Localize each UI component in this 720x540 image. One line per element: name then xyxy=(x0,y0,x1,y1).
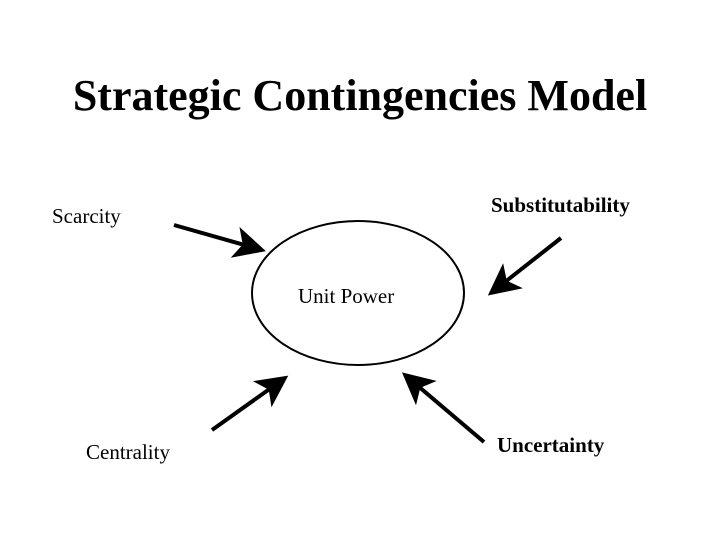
scarcity-label: Scarcity xyxy=(52,204,121,228)
substitutability-arrow xyxy=(487,236,563,296)
unit-power-ellipse xyxy=(251,220,465,366)
scarcity-arrow xyxy=(173,223,266,258)
unit-power-label: Unit Power xyxy=(298,284,395,308)
centrality-arrow xyxy=(210,375,289,432)
slide-title: Strategic Contingencies Model xyxy=(72,71,648,120)
uncertainty-label: Uncertainty xyxy=(497,433,605,457)
uncertainty-arrow xyxy=(401,372,486,444)
centrality-label: Centrality xyxy=(86,440,170,464)
substitutability-label: Substitutability xyxy=(491,193,630,217)
